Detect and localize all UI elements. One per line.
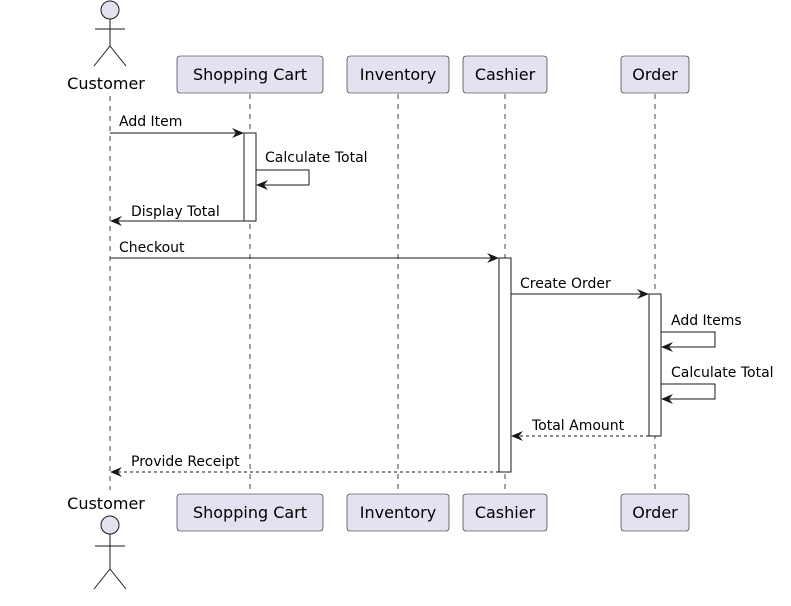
participant-box [620,493,690,532]
actor-customer-bottom: Customer [67,494,145,590]
message-provide-receipt: Provide Receipt [110,454,499,477]
participant-box [462,55,548,94]
message-add-item-label: Add Item [119,114,182,130]
participant-cashier-bottom: Cashier [462,493,548,532]
participant-shopping-cart-top: Shopping Cart [176,55,324,94]
participant-inventory-bottom-label: Inventory [360,503,436,522]
message-display-total-label: Display Total [131,204,220,220]
message-self-arrow [661,331,716,352]
activation-shopping-cart [243,132,257,222]
participant-cashier-top: Cashier [462,55,548,94]
message-add-item: Add Item [110,114,244,138]
participant-box [346,493,450,532]
message-provide-receipt-label: Provide Receipt [131,454,240,470]
participant-cashier-top-label: Cashier [475,65,536,84]
participant-shopping-cart-bottom-label: Shopping Cart [193,503,307,522]
message-self-arrow [661,383,716,404]
participant-order-top-label: Order [632,65,678,84]
message-self-arrow [256,169,310,190]
participant-shopping-cart-bottom: Shopping Cart [176,493,324,532]
message-calculate-total-order-label: Calculate Total [671,365,774,381]
message-add-items-label: Add Items [671,313,742,329]
message-total-amount: Total Amount [511,418,649,441]
actor-head [100,515,120,535]
message-display-total: Display Total [110,204,244,226]
participant-cashier-bottom-label: Cashier [475,503,536,522]
actor-customer-top: Customer [67,0,145,93]
participant-shopping-cart-top-label: Shopping Cart [193,65,307,84]
activation-order [648,293,662,437]
actor-head [100,0,120,20]
message-checkout: Checkout [110,240,499,263]
message-add-items: Add Items [661,313,742,352]
participant-box [176,55,324,94]
message-checkout-label: Checkout [119,240,185,256]
message-total-amount-label: Total Amount [531,418,625,434]
message-calculate-total-cart: Calculate Total [256,150,368,190]
participant-inventory-top-label: Inventory [360,65,436,84]
participant-box [462,493,548,532]
participant-inventory-bottom: Inventory [346,493,450,532]
actor-customer-top-label: Customer [67,74,145,93]
participant-order-bottom-label: Order [632,503,678,522]
participant-inventory-top: Inventory [346,55,450,94]
actor-leg-right [109,45,127,67]
message-create-order: Create Order [511,276,649,299]
message-calculate-total-cart-label: Calculate Total [265,150,368,166]
actor-customer-bottom-label: Customer [67,494,145,513]
activation-cashier [498,257,512,473]
participant-box [176,493,324,532]
participant-box [620,55,690,94]
actor-leg-left [93,568,111,590]
message-create-order-label: Create Order [520,276,611,292]
actor-leg-right [109,568,127,590]
actor-leg-left [93,45,111,67]
message-calculate-total-order: Calculate Total [661,365,774,404]
participant-box [346,55,450,94]
participant-order-top: Order [620,55,690,94]
participant-order-bottom: Order [620,493,690,532]
